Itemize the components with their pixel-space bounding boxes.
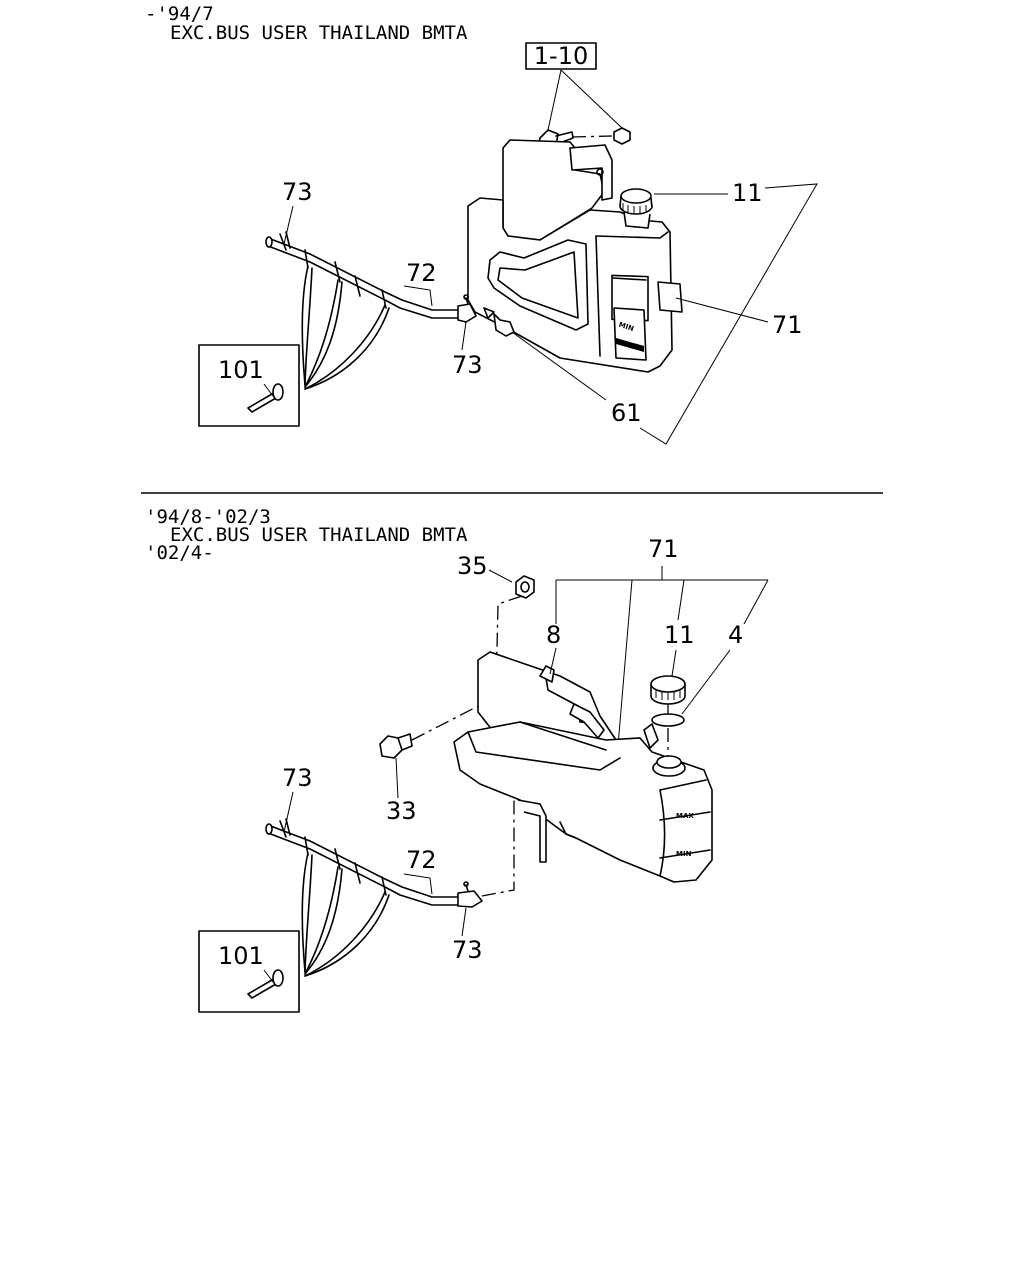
gasket-part (651, 713, 685, 727)
inset-box (198, 930, 300, 1013)
leader-line (395, 757, 399, 799)
inset-box (198, 344, 300, 427)
leader-line (675, 297, 769, 323)
callout-1-10: 1-10 (534, 42, 588, 70)
clip-part (247, 383, 284, 413)
callout-72: 72 (406, 846, 437, 874)
leader-line (403, 285, 433, 307)
callout-11: 11 (732, 179, 763, 207)
callout-73: 73 (282, 764, 313, 792)
leader-line (461, 907, 467, 937)
reservoir-tank: MIN (467, 139, 683, 373)
tank-max-mark: MAX (676, 812, 694, 820)
assembly-centerline (571, 135, 613, 138)
section-2: '94/8-'02/3 EXC.BUS USER THAILAND BMTA '… (145, 506, 769, 1013)
hose-assembly (265, 231, 477, 390)
leader-line (511, 331, 607, 401)
leader-line (488, 569, 513, 583)
section-1: -'94/7 EXC.BUS USER THAILAND BMTA 1-10 (145, 3, 818, 445)
callout-73: 73 (452, 936, 483, 964)
leader-line (677, 579, 685, 621)
boxed-callout-frame (525, 42, 597, 70)
callout-8: 8 (546, 621, 561, 649)
clip-part (247, 969, 284, 999)
leader-line (617, 579, 633, 747)
callout-71: 71 (648, 535, 679, 563)
hose-assembly (265, 818, 483, 977)
leader-line (681, 649, 731, 715)
section-1-header-line-2: EXC.BUS USER THAILAND BMTA (170, 22, 468, 44)
callout-35: 35 (457, 552, 488, 580)
callout-72: 72 (406, 259, 437, 287)
leader-line (547, 69, 562, 131)
section-2-header-line-3: '02/4- (145, 542, 214, 564)
assembly-centerline (411, 699, 491, 741)
leader-line (403, 873, 433, 895)
assembly-centerline (481, 800, 515, 897)
reservoir-tank: MAX MIN (453, 651, 713, 883)
filler-cap-part (650, 675, 686, 705)
nut-part (515, 575, 535, 599)
callout-73: 73 (452, 351, 483, 379)
callout-4: 4 (728, 621, 743, 649)
callout-11: 11 (664, 621, 695, 649)
callout-33: 33 (386, 797, 417, 825)
bolt-part (379, 733, 413, 759)
leader-line (283, 791, 294, 833)
section-2-header-line-1: '94/8-'02/3 (145, 506, 271, 528)
leader-line (549, 647, 557, 675)
callout-101: 101 (218, 356, 264, 384)
callout-61: 61 (611, 399, 642, 427)
callout-101: 101 (218, 942, 264, 970)
section-2-header-line-2: EXC.BUS USER THAILAND BMTA (170, 524, 468, 546)
leader-line (560, 69, 623, 129)
leader-line (283, 205, 294, 245)
leader-line (639, 183, 818, 445)
section-1-header-line-1: -'94/7 (145, 3, 214, 25)
leader-line (461, 321, 467, 351)
nut-part (613, 127, 631, 145)
tank-min-mark: MIN (676, 850, 692, 858)
callout-71: 71 (772, 311, 803, 339)
callout-73: 73 (282, 178, 313, 206)
leader-line (671, 649, 677, 677)
leader-line (743, 579, 769, 625)
